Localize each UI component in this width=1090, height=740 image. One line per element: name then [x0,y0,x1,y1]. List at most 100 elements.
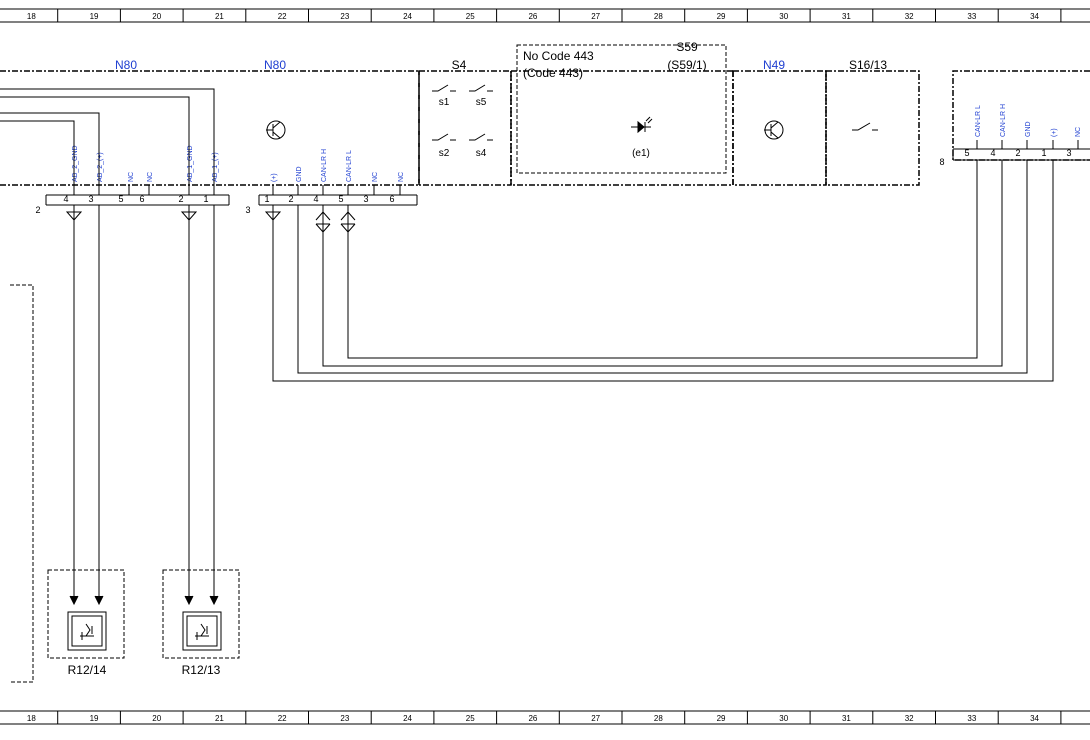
top-ruler-col-27: 27 [591,12,600,21]
label-n49: N49 [763,58,785,72]
pin-num: 4 [63,194,68,204]
arrow-head [69,595,79,606]
twist-symbol [340,211,356,233]
top-ruler-col-33: 33 [967,12,976,21]
switch-icon-s4 [469,133,493,141]
cut-symbol [264,211,282,221]
pin-num: 4 [990,148,995,158]
label-s16-13: S16/13 [849,58,887,72]
wire-plus-right [272,160,1054,382]
pin-label: CAN-LR H [1000,104,1007,137]
conn8-pin-stubs [976,140,1079,149]
bottom-ruler-col-22: 22 [278,714,287,723]
diagram-geometry [0,44,1090,683]
bottom-ruler-col-21: 21 [215,714,224,723]
s4-box [418,70,512,186]
top-ruler-col-22: 22 [278,12,287,21]
pin-label: NC [147,172,154,182]
pin-label: AB_2_(+) [97,152,104,182]
pin-num: 4 [313,194,318,204]
top-ruler-col-24: 24 [403,12,412,21]
pin-num: 6 [389,194,394,204]
label-s59-note2: (Code 443) [523,66,583,80]
bottom-ruler-col-30: 30 [779,714,788,723]
conn3-pin-stubs [272,185,401,195]
r12-14-device-inner [71,615,103,647]
pin-label: NC [398,172,405,182]
n80-module-border [0,70,420,186]
pin-num: 6 [139,194,144,204]
top-ruler-col-29: 29 [717,12,726,21]
bottom-ruler-col-18: 18 [27,714,36,723]
r12-13-device-inner [186,615,218,647]
top-ruler-col-18: 18 [27,12,36,21]
r12-14-heater-icon [80,623,94,640]
switch-icon-s1 [432,84,456,92]
right-module-box [952,70,1090,161]
bottom-ruler-col-19: 19 [90,714,99,723]
top-ruler-col-25: 25 [466,12,475,21]
label-s59-sub: (S59/1) [667,58,706,72]
n49-box [732,70,827,186]
switch-icon-s2 [432,133,456,141]
top-ruler-col-20: 20 [152,12,161,21]
connector-3-bar [258,194,418,206]
switch-label-s1: s1 [439,97,450,108]
connector-3-pins: (+) GND CAN-LR H CAN-LR L NC NC 1 2 4 5 … [264,149,405,204]
wire-ab1-gnd [0,96,190,185]
connector-8-pins: CAN-LR L CAN-LR H GND (+) NC 5 4 2 1 3 [964,104,1082,158]
wire-ab2-plus [0,112,100,185]
transistor-icon-leads [764,121,779,139]
top-ruler-col-31: 31 [842,12,851,21]
wire-ab2-gnd [0,120,75,185]
switch-icon-s16-13 [852,122,878,131]
wire-ab1-plus [0,88,215,185]
pin-label: NC [372,172,379,182]
top-ruler-col-19: 19 [90,12,99,21]
s16-13-box [825,70,920,186]
bottom-ruler-col-31: 31 [842,714,851,723]
pin-label: AB_2_GND [72,145,79,182]
r12-13-device [182,611,222,651]
top-ruler-col-21: 21 [215,12,224,21]
label-r12-14: R12/14 [68,663,107,677]
pin-label: AB_1_GND [187,145,194,182]
pin-label: CAN-LR L [346,150,353,182]
led-icon [631,116,653,134]
label-s59-note1: No Code 443 [523,49,594,63]
pin-num: 2 [178,194,183,204]
r12-14-device [67,611,107,651]
pin-num: 3 [88,194,93,204]
pin-num: 5 [338,194,343,204]
bottom-ruler-col-28: 28 [654,714,663,723]
pin-num: 3 [1066,148,1071,158]
pin-label: (+) [271,173,278,182]
bottom-ruler-col-25: 25 [466,714,475,723]
arrow-head [209,595,219,606]
r12-13-box [162,569,240,659]
transistor-icon-leads [266,121,281,139]
bottom-ruler-col-32: 32 [905,714,914,723]
conn2-pin-stubs [73,185,215,195]
top-ruler-col-34: 34 [1030,12,1039,21]
bottom-ruler-col-29: 29 [717,714,726,723]
pin-label: NC [1075,127,1082,137]
left-dashed-bracket [10,284,34,683]
label-s59-element: (e1) [632,148,650,159]
connector-2-pins: AB_2_GND AB_2_(+) NC NC AB_1_GND AB_1_(+… [63,145,219,204]
pin-num: 1 [203,194,208,204]
connector-id-3: 3 [245,205,250,215]
bottom-ruler-col-33: 33 [967,714,976,723]
bottom-ruler-col-23: 23 [340,714,349,723]
pin-label: (+) [1051,128,1058,137]
pin-num: 1 [264,194,269,204]
pin-label: NC [128,172,135,182]
top-ruler-col-32: 32 [905,12,914,21]
bottom-ruler-col-34: 34 [1030,714,1039,723]
pin-label: GND [296,166,303,182]
label-s4: S4 [452,58,467,72]
pin-label: AB_1_(+) [212,152,219,182]
